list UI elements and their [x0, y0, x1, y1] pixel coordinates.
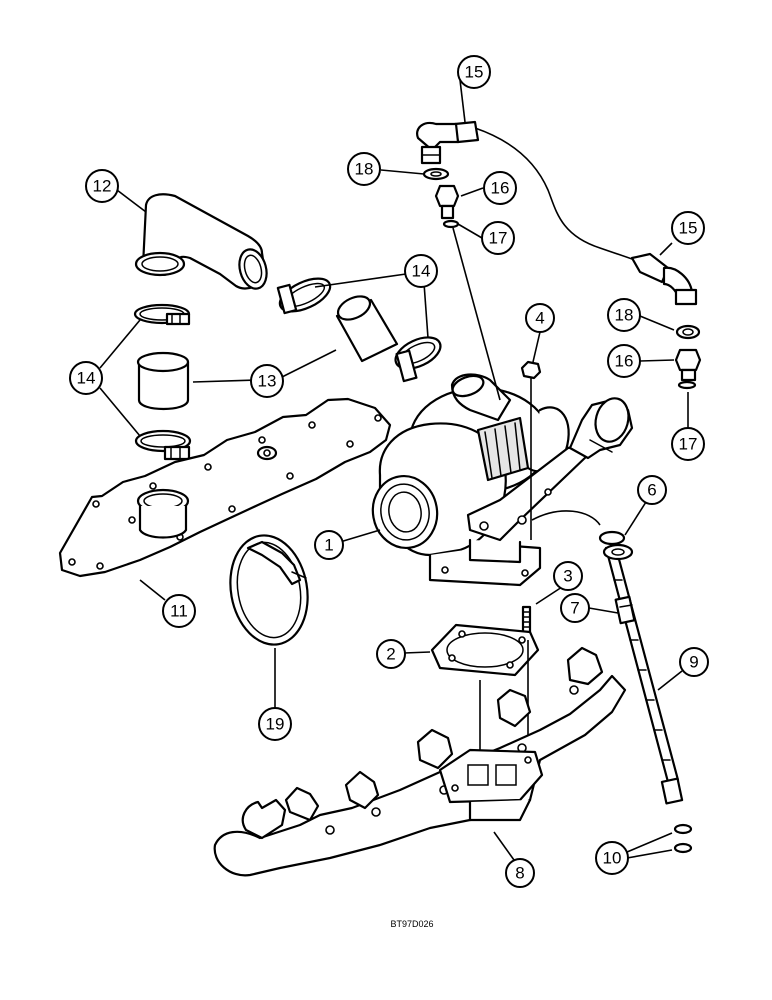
adapter-fitting-right	[674, 348, 702, 382]
sealing-washer-upper	[422, 167, 450, 181]
svg-text:14: 14	[412, 262, 431, 281]
exhaust-manifold-part	[213, 646, 627, 877]
svg-text:10: 10	[603, 849, 622, 868]
callout-4: 4	[525, 303, 555, 333]
svg-text:8: 8	[515, 864, 524, 883]
bolt-part	[614, 595, 636, 625]
drain-flange-gasket-part	[598, 530, 634, 561]
svg-text:9: 9	[689, 653, 698, 672]
hose-clamp-upper-left	[133, 303, 191, 326]
callout-13: 13	[250, 364, 284, 398]
svg-text:18: 18	[355, 160, 374, 179]
svg-text:13: 13	[258, 372, 277, 391]
hose-left-part	[136, 351, 190, 410]
svg-text:17: 17	[489, 229, 508, 248]
callout-15-right: 15	[671, 211, 705, 245]
callout-19: 19	[258, 707, 292, 741]
callout-16-top: 16	[483, 171, 517, 205]
svg-text:12: 12	[93, 177, 112, 196]
o-rings-part	[673, 823, 693, 854]
callout-14-center: 14	[404, 254, 438, 288]
o-ring-upper	[442, 219, 460, 229]
callouts: 1 2 3 4 6 7 8 9 10 11 12 13 14 14 15 15 …	[69, 55, 709, 888]
callout-18-right: 18	[607, 298, 641, 332]
oil-drain-tube-part	[604, 546, 684, 805]
leader-lines	[99, 79, 689, 861]
turbocharger-part	[371, 373, 634, 587]
svg-text:6: 6	[647, 481, 656, 500]
callout-9: 9	[679, 647, 709, 677]
svg-text:4: 4	[535, 309, 544, 328]
callout-15-top: 15	[457, 55, 491, 89]
callout-8: 8	[505, 858, 535, 888]
svg-text:3: 3	[563, 567, 572, 586]
svg-text:14: 14	[77, 369, 96, 388]
nut-part	[520, 360, 542, 540]
svg-text:18: 18	[615, 306, 634, 325]
callout-11: 11	[162, 594, 196, 628]
svg-text:11: 11	[170, 602, 188, 621]
hose-clamp-lower-center	[394, 336, 442, 383]
svg-text:17: 17	[679, 435, 698, 454]
callout-6: 6	[637, 475, 667, 505]
elbow-tube-part	[134, 193, 268, 290]
oil-supply-line-part	[416, 120, 698, 306]
figure-code: BT97D026	[390, 919, 433, 929]
callout-16-right: 16	[607, 344, 641, 378]
callout-2: 2	[376, 639, 406, 669]
svg-text:7: 7	[570, 599, 579, 618]
svg-text:15: 15	[465, 63, 484, 82]
adapter-fitting-upper	[434, 184, 460, 220]
callout-14-left: 14	[69, 361, 103, 395]
svg-text:19: 19	[266, 715, 285, 734]
v-band-clamp-part	[229, 534, 309, 646]
svg-text:1: 1	[324, 536, 333, 555]
callout-17-top: 17	[481, 221, 515, 255]
turbo-gasket-part	[430, 623, 540, 677]
intake-manifold-part	[58, 397, 392, 578]
callout-3: 3	[553, 561, 583, 591]
svg-text:16: 16	[615, 352, 634, 371]
hose-clamp-lower-left	[134, 429, 192, 461]
o-ring-right	[677, 380, 697, 390]
svg-text:15: 15	[679, 219, 698, 238]
callout-1: 1	[314, 530, 344, 560]
sealing-washer-right	[675, 324, 701, 340]
callout-7: 7	[560, 593, 590, 623]
hose-center-part	[335, 295, 399, 363]
hose-clamp-upper-center	[276, 277, 332, 315]
svg-text:16: 16	[491, 179, 510, 198]
callout-18-top: 18	[347, 152, 381, 186]
callout-17-right: 17	[671, 427, 705, 461]
svg-text:2: 2	[386, 645, 395, 664]
callout-10: 10	[595, 841, 629, 875]
callout-12: 12	[85, 169, 119, 203]
